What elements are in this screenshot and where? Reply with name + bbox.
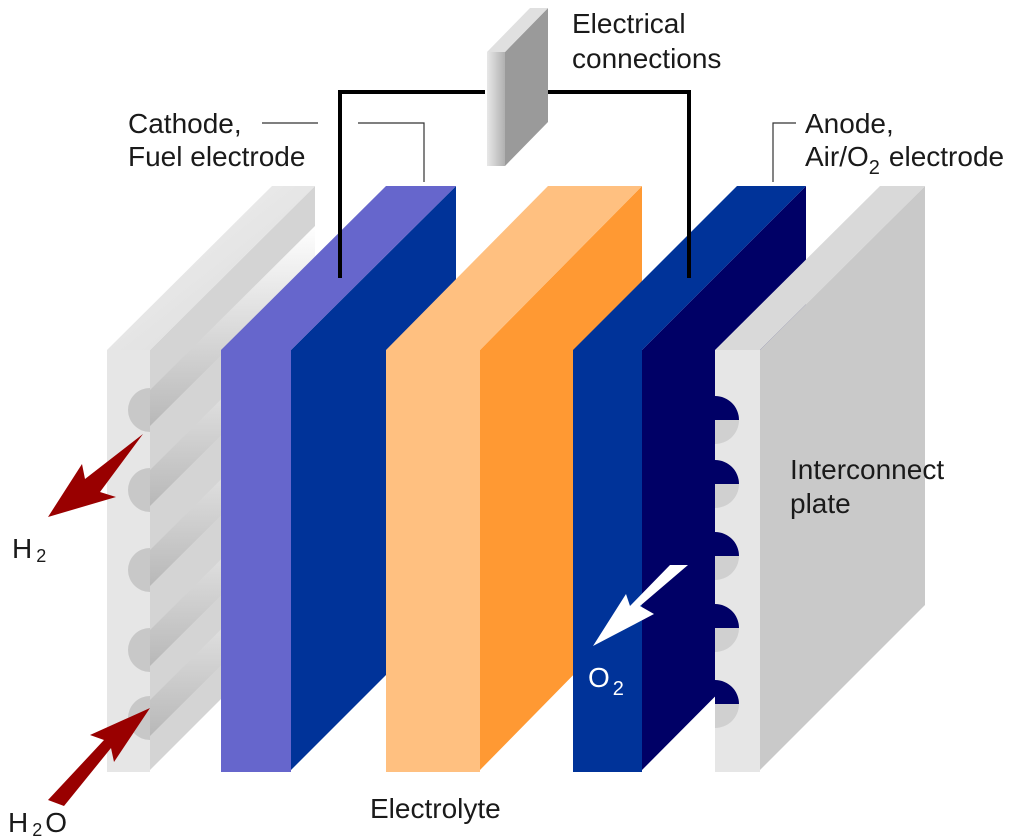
- arrow-down-left-icon: [593, 565, 688, 646]
- anode-label-line2: Air/O2 electrode: [805, 141, 1004, 179]
- interconnect-label-line2: plate: [790, 488, 851, 519]
- cathode-wire: [338, 90, 485, 278]
- h2o-label-h: H: [8, 807, 28, 838]
- h2o-label-o: O: [45, 807, 67, 838]
- anode-leader: [772, 122, 796, 182]
- anode-wire: [528, 90, 691, 278]
- leader-lines: [262, 122, 796, 182]
- right-plate-channel-shadows: [715, 396, 739, 704]
- arrow-in-right-icon: [48, 708, 150, 806]
- cathode-label-line1: Cathode,: [128, 108, 242, 139]
- right-interconnect-plate: [715, 186, 925, 772]
- electrical-connections-label-line1: Electrical: [572, 8, 686, 39]
- anode-label-subscript: 2: [869, 157, 880, 179]
- h2-label-main: H: [12, 533, 32, 564]
- connector-block-top: [487, 8, 548, 52]
- connector-block-side: [505, 8, 548, 166]
- cathode-front-face: [221, 350, 291, 772]
- left-plate-top-edge: [107, 186, 315, 350]
- cathode-label-line2: Fuel electrode: [128, 141, 305, 172]
- o2-label-subscript: 2: [613, 678, 624, 700]
- connector-block-front: [487, 52, 505, 166]
- electrolyte-front-face: [386, 350, 480, 772]
- arrow-out-left-icon: [48, 434, 143, 517]
- h2o-label-subscript: 2: [32, 820, 42, 840]
- electrolyte-label: Electrolyte: [370, 793, 501, 824]
- electrical-connections: [338, 8, 691, 278]
- h2-label-subscript: 2: [36, 546, 46, 566]
- right-plate-top-edge: [715, 186, 925, 350]
- anode-label-prefix: Air/O: [805, 141, 869, 172]
- anode-front-face: [573, 350, 642, 772]
- cathode-leader-b: [358, 122, 425, 182]
- anode-label-suffix: electrode: [889, 141, 1004, 172]
- electrical-connections-label-line2: connections: [572, 43, 721, 74]
- right-plate-side-face: [760, 186, 925, 770]
- interconnect-label-line1: Interconnect: [790, 454, 944, 485]
- anode-label-line1: Anode,: [805, 108, 894, 139]
- electrolyte-top-face: [386, 186, 642, 350]
- o2-label-main: O: [588, 662, 610, 693]
